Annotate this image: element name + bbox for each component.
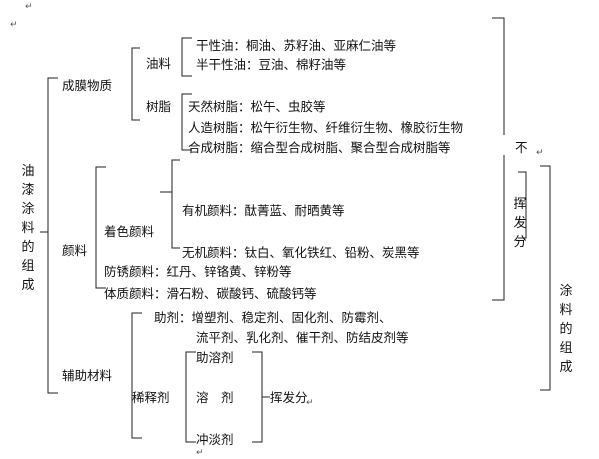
root-title-char: 的 — [21, 240, 35, 255]
pigment-item: 体质颜料：滑石粉、碳酸钙、硫酸钙等 — [104, 286, 317, 301]
film-label: 成膜物质 — [62, 78, 113, 93]
volatile-char: 发 — [513, 216, 527, 231]
thinner-result: 挥发分 — [270, 390, 308, 405]
bracket-root — [40, 77, 58, 394]
coloring-label: 着色颜料 — [104, 224, 155, 239]
oil-label: 油料 — [146, 56, 172, 71]
whole-char: 的 — [559, 322, 573, 337]
oil-item: 半干性油：豆油、棉籽油等 — [196, 57, 347, 72]
thinner-item: 冲淡剂 — [196, 432, 234, 447]
root-title-char: 组 — [21, 259, 35, 274]
bracket-thinner — [185, 351, 196, 443]
nonvolatile-label: 不 — [515, 140, 528, 155]
bracket-pigment — [95, 166, 106, 289]
whole-char: 组 — [559, 341, 573, 356]
additive-line: 助剂：增塑剂、稳定剂、固化剂、防霉剂、 — [154, 310, 392, 325]
root-title: 油 漆 涂 料 的 组 成 — [20, 162, 36, 295]
thinner-item: 溶 剂 — [196, 390, 234, 405]
return-mark: ↵ — [25, 2, 33, 12]
resin-item: 天然树脂：松午、虫胶等 — [188, 99, 326, 114]
bracket-auxiliary — [131, 312, 142, 439]
resin-label: 树脂 — [146, 99, 172, 114]
root-title-char: 油 — [21, 164, 35, 179]
volatile-char: 分 — [513, 235, 527, 250]
return-mark: ↵ — [196, 448, 204, 458]
volatile-label: 挥 发 分 — [512, 195, 528, 252]
auxiliary-label: 辅助材料 — [62, 368, 113, 383]
bracket-resin — [181, 93, 192, 151]
bracket-whole — [540, 165, 551, 391]
root-title-char: 涂 — [21, 202, 35, 217]
root-title-char: 漆 — [21, 183, 35, 198]
return-mark: ↵ — [306, 398, 314, 408]
whole-label: 涂 料 的 组 成 — [558, 282, 574, 377]
root-title-char: 成 — [21, 278, 35, 293]
additive-line: 流平剂、乳化剂、催干剂、防结皮剂等 — [196, 330, 409, 345]
whole-char: 料 — [559, 303, 573, 318]
resin-item: 合成树脂：缩合型合成树脂、聚合型合成树脂等 — [188, 140, 451, 155]
thinner-item: 助溶剂 — [196, 350, 234, 365]
resin-item: 人造树脂：松午衍生物、纤维衍生物、橡胶衍生物 — [188, 120, 464, 135]
bracket-film — [131, 47, 140, 121]
thinner-label: 稀释剂 — [132, 390, 170, 405]
whole-char: 涂 — [559, 284, 573, 299]
pigment-label: 颜料 — [62, 243, 88, 258]
return-mark: ↵ — [10, 20, 18, 30]
coloring-item: 无机颜料：钛白、氧化铁红、铅粉、炭黑等 — [182, 245, 420, 260]
bracket-nonvolatile — [492, 17, 505, 301]
bracket-oil — [181, 37, 192, 77]
return-mark: ↵ — [536, 148, 544, 158]
pigment-item: 防锈颜料：红丹、锌铬黄、锌粉等 — [104, 264, 292, 279]
volatile-char: 挥 — [513, 197, 527, 212]
bracket-volatile — [518, 171, 527, 239]
bracket-coloring — [160, 159, 180, 249]
coloring-item: 有机颜料：酞菁蓝、耐晒黄等 — [182, 203, 345, 218]
bracket-thinner-right — [252, 351, 270, 443]
root-title-char: 料 — [21, 221, 35, 236]
whole-char: 成 — [559, 360, 573, 375]
oil-item: 干性油：桐油、苏籽油、亚麻仁油等 — [196, 38, 397, 53]
